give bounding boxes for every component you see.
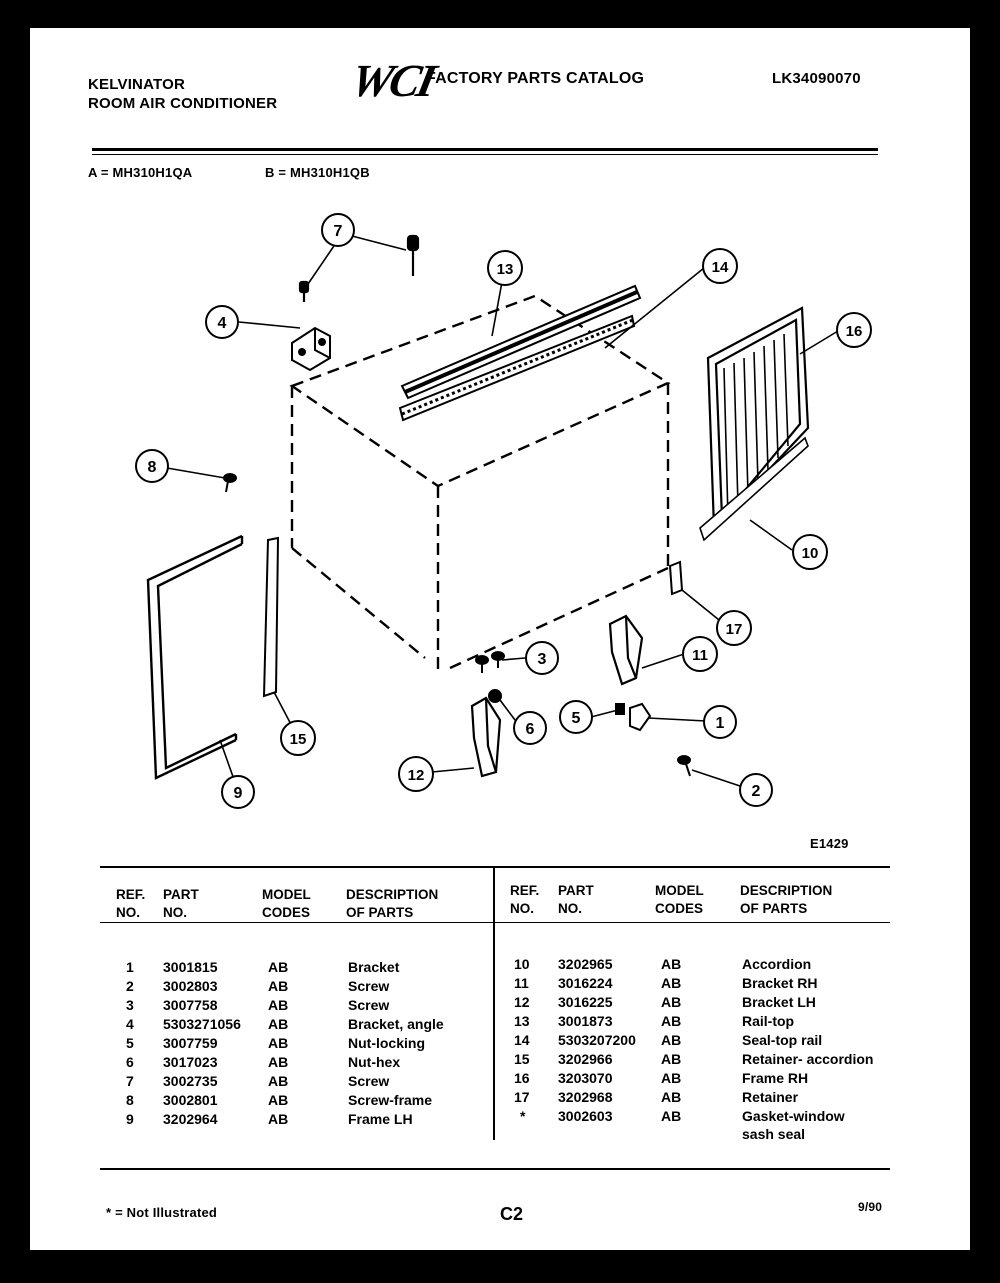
part-12-bracket-lh xyxy=(470,696,502,778)
part-17-retainer xyxy=(668,560,684,596)
callout-8: 8 xyxy=(135,449,169,483)
footnote: * = Not Illustrated xyxy=(106,1205,218,1220)
part-15-retainer-accordion xyxy=(262,536,280,698)
col-ref-header-right: REF.NO. xyxy=(510,883,540,916)
part-10-accordion xyxy=(699,333,809,542)
svg-text:9: 9 xyxy=(234,785,243,802)
table-bottom-rule xyxy=(100,1168,890,1170)
part-8-screw xyxy=(223,473,237,493)
callout-leaders xyxy=(166,235,839,789)
part-14-seal-top-rail xyxy=(398,314,636,422)
part-2-screw xyxy=(677,755,691,777)
callout-11: 11 xyxy=(682,636,718,672)
brand-name: KELVINATOR xyxy=(88,76,186,93)
callout-2: 2 xyxy=(739,773,773,807)
callout-17: 17 xyxy=(716,610,752,646)
svg-text:3: 3 xyxy=(538,651,547,668)
callout-6: 6 xyxy=(513,711,547,745)
svg-text:6: 6 xyxy=(526,721,535,738)
catalog-number: LK34090070 xyxy=(772,70,861,87)
svg-text:4: 4 xyxy=(218,315,227,332)
parts-catalog-page: KELVINATOR ROOM AIR CONDITIONER WCI FACT… xyxy=(30,28,970,1250)
header-rule-thin xyxy=(92,154,878,155)
table-top-rule xyxy=(100,866,890,868)
svg-text:11: 11 xyxy=(692,647,708,664)
diagram-id: E1429 xyxy=(810,836,849,851)
svg-text:12: 12 xyxy=(408,767,425,784)
callout-3: 3 xyxy=(525,641,559,675)
callout-15: 15 xyxy=(280,720,316,756)
svg-text:10: 10 xyxy=(802,545,819,562)
callout-7: 7 xyxy=(321,213,355,247)
svg-text:14: 14 xyxy=(712,259,729,276)
part-11-bracket-rh xyxy=(608,614,644,686)
part-4-angle-bracket xyxy=(291,326,331,372)
catalog-title: FACTORY PARTS CATALOG xyxy=(426,70,645,87)
svg-text:2: 2 xyxy=(752,783,761,800)
callout-1: 1 xyxy=(703,705,737,739)
header-rule xyxy=(92,148,878,151)
callout-5: 5 xyxy=(559,700,593,734)
callout-9: 9 xyxy=(221,775,255,809)
svg-text:16: 16 xyxy=(846,323,863,340)
part-16-frame-rh xyxy=(706,306,810,531)
callout-10: 10 xyxy=(792,534,828,570)
page-number: C2 xyxy=(500,1204,524,1224)
part-7-screws xyxy=(298,234,420,302)
part-9-frame-lh xyxy=(146,534,244,780)
part-13-top-rail xyxy=(400,284,642,400)
callout-16: 16 xyxy=(836,312,872,348)
model-a: A = MH310H1QA xyxy=(88,165,193,180)
svg-text:1: 1 xyxy=(716,715,725,732)
part-3-screws xyxy=(475,651,505,673)
model-b: B = MH310H1QB xyxy=(265,165,370,180)
svg-text:15: 15 xyxy=(290,731,307,748)
table-center-divider xyxy=(493,868,495,1140)
svg-text:5: 5 xyxy=(572,710,581,727)
exploded-parts-diagram: 1 2 3 4 5 6 7 8 9 10 11 12 13 14 15 16 1… xyxy=(135,213,872,809)
svg-text:7: 7 xyxy=(334,223,343,240)
table-header-rule xyxy=(100,922,890,923)
product-name: ROOM AIR CONDITIONER xyxy=(88,95,278,112)
callout-13: 13 xyxy=(487,250,523,286)
callout-14: 14 xyxy=(702,248,738,284)
revision-date: 9/90 xyxy=(858,1200,883,1214)
svg-text:13: 13 xyxy=(497,261,514,278)
part-5-nut-locking xyxy=(615,703,625,715)
svg-text:17: 17 xyxy=(726,621,743,638)
col-ref-header: REF.NO. xyxy=(116,887,146,920)
part-6-nut-hex xyxy=(488,689,502,703)
svg-text:8: 8 xyxy=(148,459,157,476)
part-1-bracket xyxy=(629,702,652,732)
callout-4: 4 xyxy=(205,305,239,339)
callout-12: 12 xyxy=(398,756,434,792)
